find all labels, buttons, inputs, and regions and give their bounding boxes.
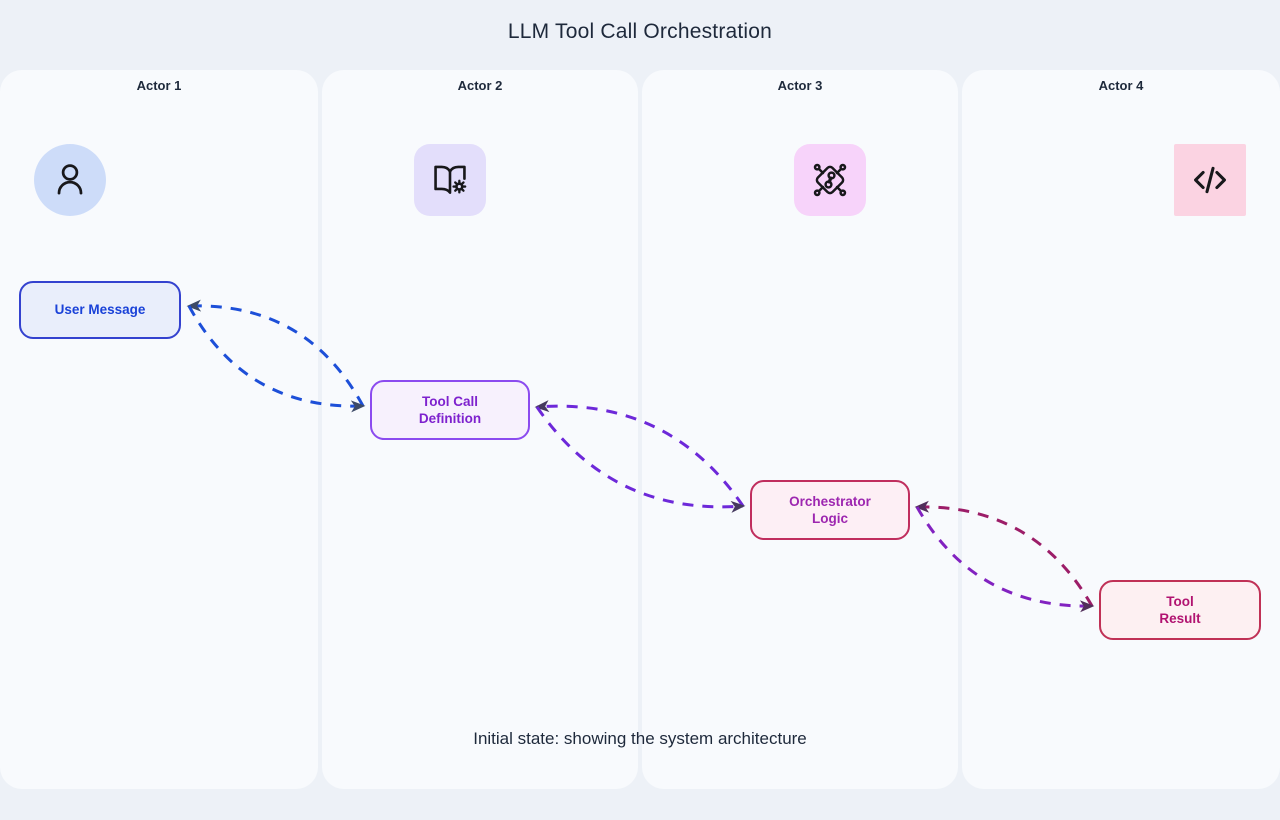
- code-icon: [1194, 166, 1226, 194]
- node-tool-result: Tool Result: [1099, 580, 1261, 640]
- diagram-title: LLM Tool Call Orchestration: [507, 20, 773, 43]
- chip-diamond-icon: [813, 163, 847, 197]
- actor-3-icon-badge: [794, 144, 866, 216]
- book-gear-icon: [434, 165, 467, 194]
- actor-4-icon-badge: [1174, 144, 1246, 216]
- user-icon: [57, 164, 83, 195]
- actor-3-label: Actor 3: [777, 78, 823, 93]
- node-orchestrator-logic: Orchestrator Logic: [750, 480, 910, 540]
- actor-1-label: Actor 1: [136, 78, 182, 93]
- actor-2-label: Actor 2: [457, 78, 503, 93]
- actor-1-icon-badge: [34, 144, 106, 216]
- node-user-message: User Message: [19, 281, 181, 339]
- state-caption: Initial state: showing the system archit…: [473, 729, 807, 748]
- node-tool-call-definition: Tool Call Definition: [370, 380, 530, 440]
- actor-2-icon-badge: [414, 144, 486, 216]
- actor-4-label: Actor 4: [1098, 78, 1144, 93]
